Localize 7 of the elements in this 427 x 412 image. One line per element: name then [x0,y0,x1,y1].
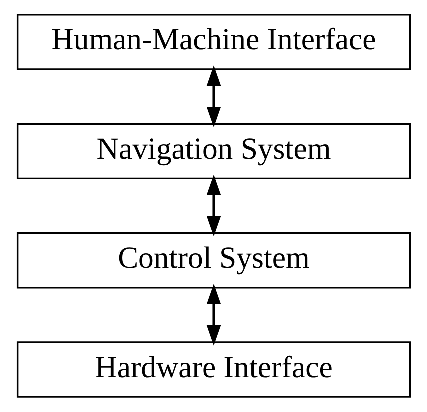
node-box: Hardware Interface [16,342,411,398]
node-box: Navigation System [16,123,411,180]
node-box: Human-Machine Interface [16,14,411,70]
arrow [206,66,221,128]
arrow [206,284,221,346]
arrow [206,174,221,237]
node-box: Control System [16,232,411,289]
